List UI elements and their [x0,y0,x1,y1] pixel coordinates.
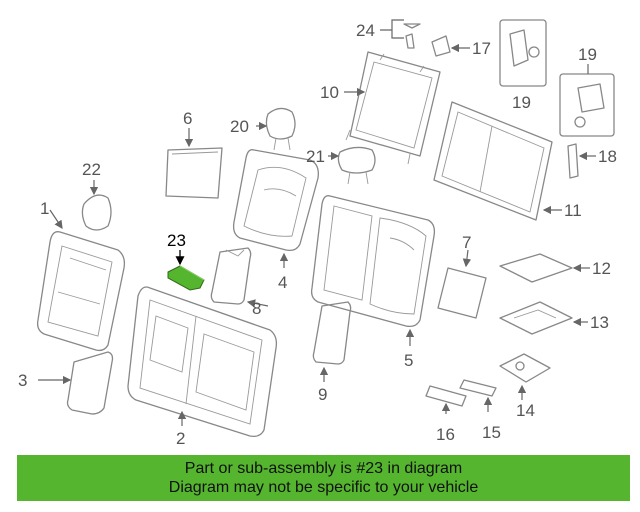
part-1-seat-back-cover: 1 [36,199,126,352]
callout-5: 5 [404,351,413,370]
part-2-seat-cushion: 2 [127,286,278,448]
callout-4: 4 [278,273,287,292]
callout-21: 21 [306,147,325,166]
callout-24: 24 [356,21,375,40]
part-22-headrest: 22 [81,160,112,231]
part-16-bezel: 16 [425,385,467,444]
part-10-frame: 10 [320,51,441,165]
part-17-bracket: 17 [431,35,491,58]
callout-18: 18 [598,147,617,166]
callout-6: 6 [183,109,192,128]
part-20-headrest: 20 [230,107,296,151]
callout-1: 1 [40,199,49,218]
part-6-back-panel: 6 [165,109,223,199]
callout-16: 16 [436,425,455,444]
part-13-tray: 13 [499,301,609,335]
part-24-bolt: 24 [356,19,421,49]
callout-2: 2 [176,429,185,448]
part-18-hinge: 18 [567,143,617,179]
callout-8: 8 [252,299,261,318]
callout-11: 11 [564,201,582,220]
callout-19a: 19 [512,93,531,112]
callout-9: 9 [318,385,327,404]
part-5-rear-seat-back: 5 [310,195,436,370]
info-banner: Part or sub-assembly is #23 in diagram D… [17,455,630,501]
callout-19b: 19 [578,45,597,64]
part-7-pad: 7 [437,233,487,319]
callout-15: 15 [482,423,501,442]
part-15-bezel: 15 [459,379,501,442]
part-14-plate: 14 [499,353,551,420]
part-19-latch-b: 19 [559,45,615,137]
callout-14: 14 [516,401,535,420]
part-4-seat-back: 4 [232,149,319,292]
part-21-headrest: 21 [306,146,376,185]
part-3-armrest: 3 [18,351,114,415]
part-23-highlighted: 23 [167,231,205,291]
callout-3: 3 [18,371,27,390]
callout-13: 13 [590,313,609,332]
callout-20: 20 [230,117,249,136]
part-19-latch-a: 19 [499,19,547,112]
banner-line-2: Diagram may not be specific to your vehi… [168,479,479,496]
callout-17: 17 [472,39,491,58]
parts-diagram: 1 22 3 2 23 6 20 [18,19,617,448]
callout-22: 22 [82,160,101,179]
part-9-panel: 9 [312,301,352,404]
callout-23: 23 [167,231,186,250]
part-12-panel: 12 [499,253,611,283]
callout-7: 7 [462,233,471,252]
callout-10: 10 [320,83,339,102]
banner-line-1: Part or sub-assembly is #23 in diagram [184,460,463,477]
part-11-frame: 11 [433,101,582,221]
callout-12: 12 [592,259,611,278]
part-8-panel: 8 [210,247,269,318]
